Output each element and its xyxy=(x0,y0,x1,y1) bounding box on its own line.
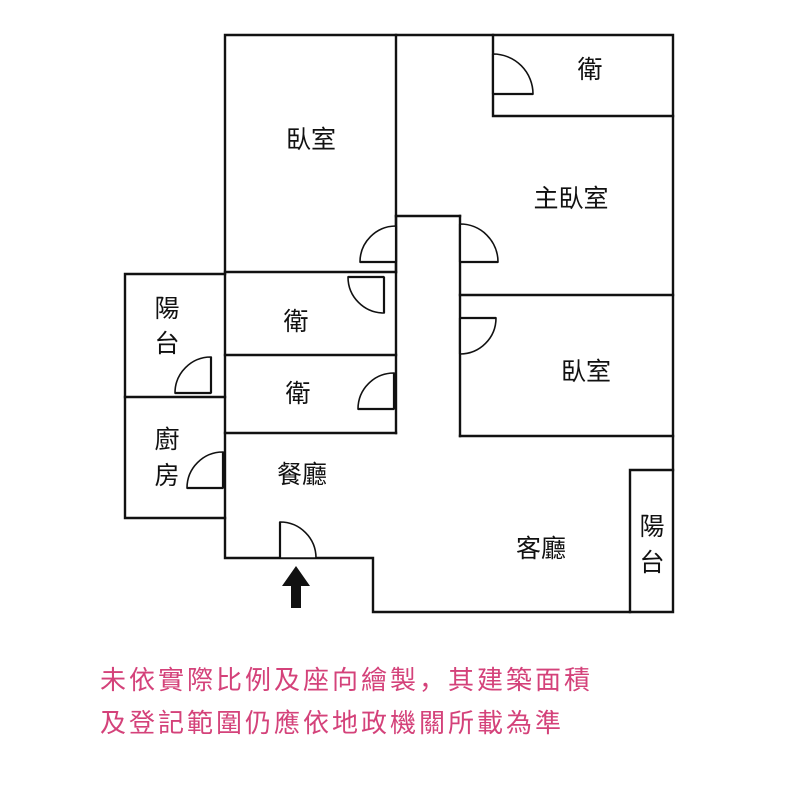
door-swing-icon xyxy=(359,225,398,264)
door-swing-icon xyxy=(458,223,499,264)
door-swing-icon xyxy=(458,316,497,355)
label-bath-top-right: 衛 xyxy=(577,55,602,84)
label-balcony-right-1: 陽 xyxy=(639,512,664,541)
walls xyxy=(123,33,675,614)
balcony-right-wall xyxy=(628,468,675,614)
door-swing-icon xyxy=(347,275,386,314)
disclaimer-line-1: 未依實際比例及座向繪製，其建築面積 xyxy=(100,666,594,696)
room-labels: 臥室 衛 主臥室 衛 衛 臥室 餐廳 客廳 陽 台 廚 房 陽 台 xyxy=(154,55,664,577)
label-balcony-left-2: 台 xyxy=(154,329,179,358)
label-bedroom-right: 臥室 xyxy=(561,357,611,386)
disclaimer-line-2: 及登記範圍仍應依地政機關所載為準 xyxy=(100,709,565,739)
up-arrow-icon xyxy=(282,566,310,608)
label-bath-mid: 衛 xyxy=(283,307,308,336)
floor-plan: 臥室 衛 主臥室 衛 衛 臥室 餐廳 客廳 陽 台 廚 房 陽 台 xyxy=(123,33,675,614)
door-swing-icon xyxy=(357,372,396,411)
label-master-bedroom: 主臥室 xyxy=(533,184,608,213)
label-bath-lower: 衛 xyxy=(285,379,310,408)
label-balcony-right-2: 台 xyxy=(639,548,664,577)
label-balcony-left-1: 陽 xyxy=(154,294,179,323)
outer-wall xyxy=(223,33,675,614)
label-dining: 餐廳 xyxy=(277,460,327,489)
door-swing-icon xyxy=(278,521,317,559)
label-kitchen-1: 廚 xyxy=(154,425,179,454)
label-kitchen-2: 房 xyxy=(154,461,179,490)
door-swing-icon xyxy=(186,451,225,490)
door-swing-icon xyxy=(174,356,213,395)
label-living: 客廳 xyxy=(516,534,566,563)
doors xyxy=(174,53,534,559)
label-bedroom-top: 臥室 xyxy=(286,125,336,154)
door-swing-icon xyxy=(491,53,534,96)
